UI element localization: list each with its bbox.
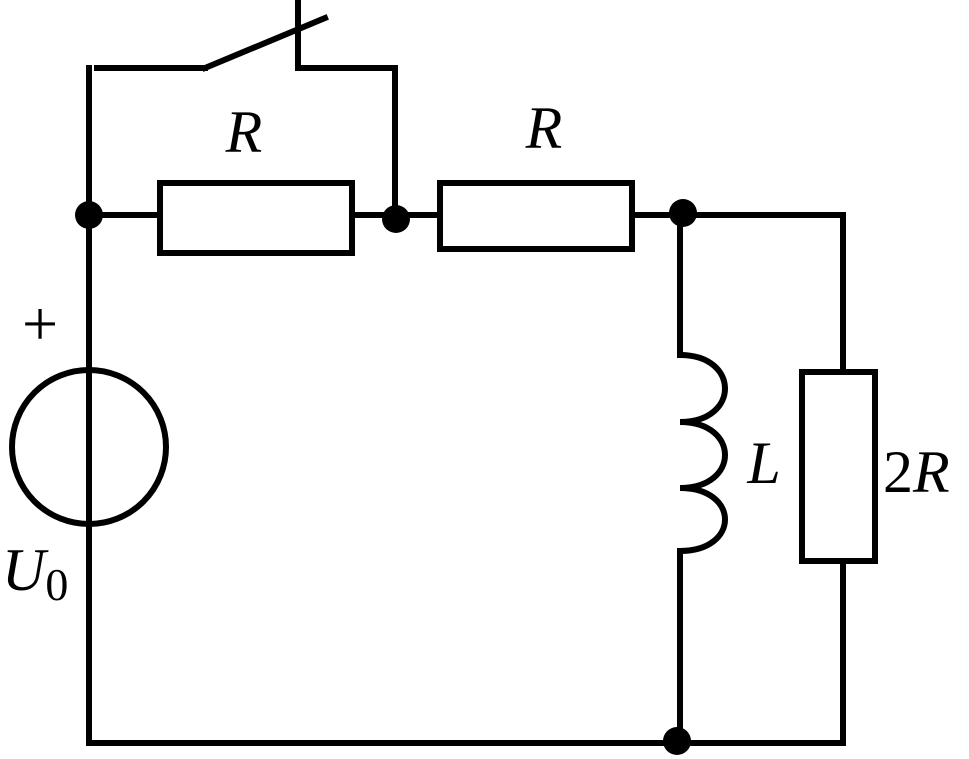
junction-node [669,199,697,227]
inductor-coil [676,351,728,555]
resistor-r1 [157,180,355,256]
label-r2: R [525,95,563,161]
switch-right-wire [295,65,398,218]
resistor-r3 [799,369,878,564]
wires [86,65,846,746]
junction-nodes [75,199,697,755]
junction-node [663,727,691,755]
label-r3: 2R [883,439,950,505]
switch-blade [201,14,329,72]
label-r3-symbol: R [912,439,950,505]
label-r1: R [225,99,263,165]
junction-node [382,205,410,233]
junction-node [75,201,103,229]
label-source-subscript: 0 [45,559,68,610]
voltage-source [9,367,169,527]
label-source-symbol: U [2,537,49,603]
label-inductor: L [746,430,780,496]
label-source: U0 [2,537,68,610]
switch [201,0,329,72]
resistor-r2 [437,180,635,252]
polarity-plus: + [22,288,58,359]
label-r3-coefficient: 2 [883,439,913,505]
